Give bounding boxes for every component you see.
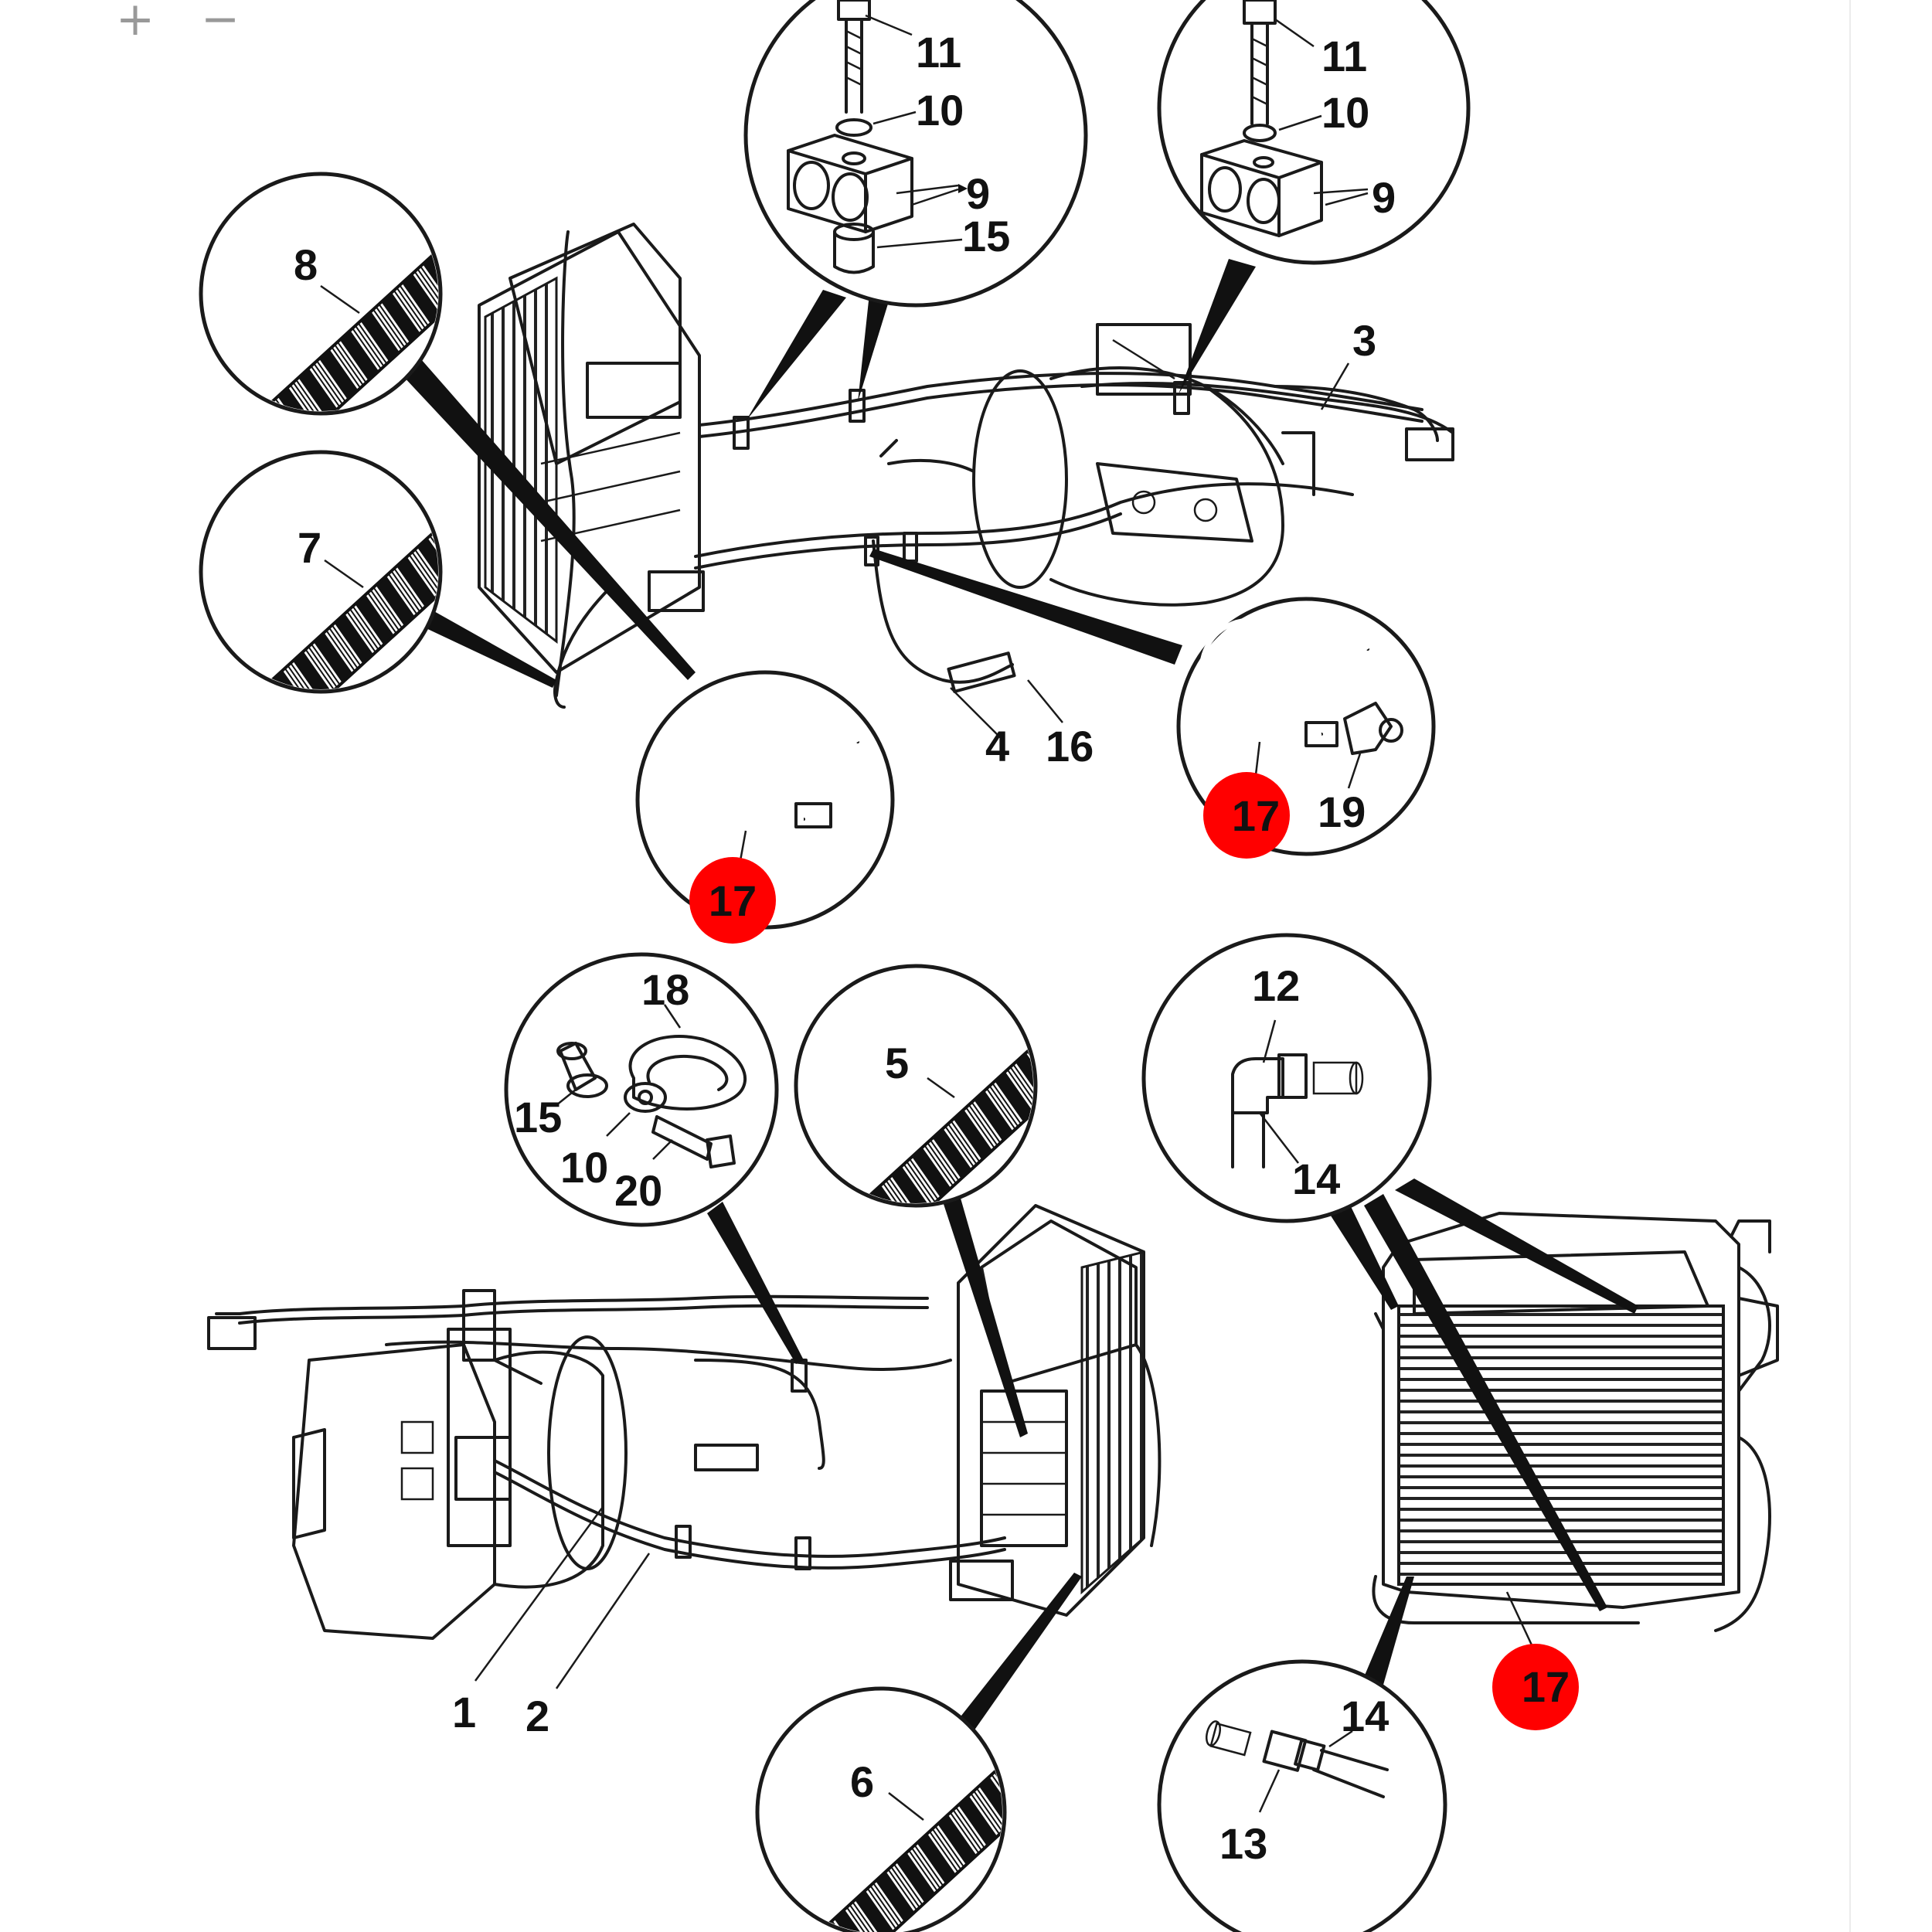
callout-8: 8 [294,240,318,289]
callout-3: 3 [1352,316,1376,365]
hotspot-17-left[interactable]: 17 [689,857,776,944]
callout-10-lower: 10 [560,1143,608,1192]
detail-circle-straight-fitting: 14 13 [1157,1659,1447,1932]
detail-circle-clamp-kit: 18 15 10 20 [504,952,779,1227]
callout-20: 20 [614,1166,662,1215]
callout-6: 6 [850,1757,874,1806]
upper-assembly [478,223,1454,709]
viewer-divider [1849,0,1851,1932]
hotspot-17-left-marker[interactable] [689,857,776,944]
callout-14-lower: 14 [1341,1692,1389,1740]
upper-transmission [879,323,1315,607]
detail-circle-bolt-block-right: 11 10 9 [1157,0,1471,265]
zoom-controls: + − [108,0,247,46]
callout-2: 2 [526,1692,549,1740]
callout-11: 11 [916,28,961,77]
callout-10-right: 10 [1321,88,1369,137]
callout-9: 9 [966,169,990,218]
callout-13: 13 [1219,1819,1267,1868]
hotspot-17-lower-right-marker[interactable] [1492,1644,1579,1730]
hotspot-17-lower-right[interactable]: 17 [1492,1644,1579,1730]
zoom-out-button[interactable]: − [200,0,240,46]
lower-transmission [292,1328,628,1640]
hotspot-17-upper-right-label: 17 [1232,791,1280,840]
callout-19: 19 [1318,787,1366,836]
hotspot-17-left-label: 17 [709,876,757,925]
hotspot-17-upper-right[interactable]: 17 [1203,772,1290,859]
zoom-in-button[interactable]: + [115,0,155,46]
detail-circle-hose-6: 6 [755,1686,1007,1932]
callout-15-lower: 15 [514,1093,562,1141]
lower-oil-cooler [949,1204,1162,1617]
detail-circle-elbow-fitting: 12 14 [1141,933,1432,1223]
callout-9-right: 9 [1372,173,1396,222]
hotspot-17-lower-right-label: 17 [1522,1662,1570,1711]
lower-assembly [207,1204,1779,1640]
callout-1: 1 [452,1688,476,1736]
callout-7: 7 [298,523,321,572]
detail-circle-bolt-block-left: 11 10 9 15 [743,0,1088,308]
detail-circle-hose-7: 7 [199,450,443,694]
detail-circle-hose-5: 5 [794,964,1038,1208]
callout-10: 10 [916,86,964,134]
upper-oil-cooler [478,223,705,697]
callout-5: 5 [885,1039,909,1087]
callout-18: 18 [641,965,689,1014]
callout-12: 12 [1252,961,1300,1010]
callout-4: 4 [985,722,1009,770]
main-callouts: 3 4 16 1 2 [452,316,1536,1740]
callout-11-right: 11 [1321,32,1367,80]
leader-wedges [402,259,1638,1731]
callout-16: 16 [1046,722,1094,770]
detail-circle-hose-8: 8 [199,172,443,416]
callout-14: 14 [1292,1155,1340,1203]
hotspot-17-upper-right-marker[interactable] [1203,772,1290,859]
callout-15: 15 [962,212,1010,260]
